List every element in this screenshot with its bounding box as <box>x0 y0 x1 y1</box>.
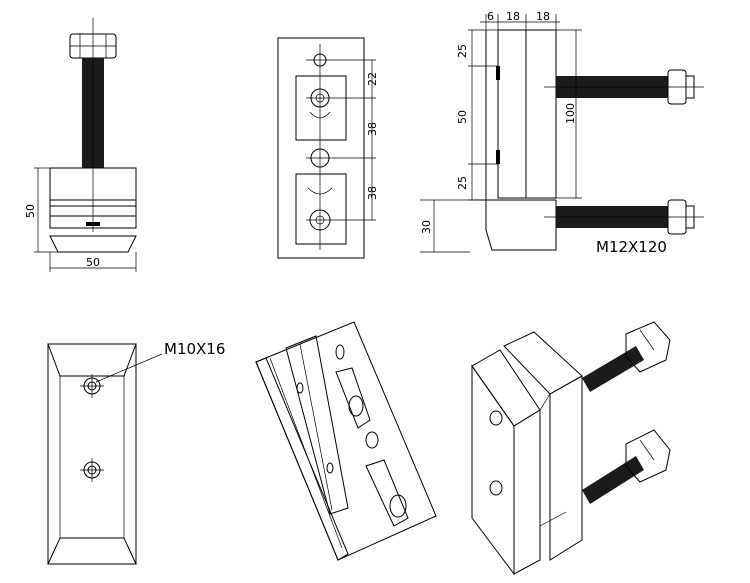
section-view: 6 18 18 25 50 25 30 100 M12X120 <box>420 10 704 256</box>
face-top-bevel <box>47 343 137 377</box>
dim-base: 30 <box>420 220 433 234</box>
iso2-upper-bolt <box>582 346 644 392</box>
dim-left-upper: 25 <box>456 44 469 58</box>
dim-pitch-top: 22 <box>366 72 379 86</box>
section-inner <box>497 29 527 199</box>
isometric-bolt-view <box>471 321 671 576</box>
clamp-block <box>49 167 137 229</box>
dim-left-mid: 50 <box>456 110 469 124</box>
iso2-jaw-side <box>549 375 583 561</box>
section-body <box>485 30 557 251</box>
front-plate <box>277 37 365 259</box>
block-bevel <box>49 235 137 253</box>
iso-front-jaw <box>285 335 349 515</box>
dim-top-b: 18 <box>506 10 520 23</box>
iso2-side <box>513 409 541 575</box>
front-view: 22 38 38 <box>277 37 379 259</box>
tap-hole <box>86 222 100 226</box>
face-bottom-bevel <box>47 537 137 565</box>
iso-lower-slot <box>365 459 409 527</box>
iso2-lower-bolt <box>582 456 644 504</box>
face-view: M10X16 <box>47 340 225 565</box>
tap-spec-label: M10X16 <box>164 340 225 358</box>
dim-width: 50 <box>86 256 100 269</box>
dim-overall: 100 <box>564 103 577 124</box>
iso-front-side <box>255 357 349 561</box>
dim-top-c: 18 <box>536 10 550 23</box>
section-jaw <box>525 29 557 199</box>
dim-pitch-mid: 38 <box>366 122 379 136</box>
iso2-upper-bolt-head <box>625 321 671 373</box>
isometric-front-view <box>255 321 437 561</box>
dim-top-a: 6 <box>487 10 494 23</box>
leader-line <box>95 353 163 383</box>
side-view: 50 50 <box>24 18 137 272</box>
bolt-spec-label: M12X120 <box>596 238 667 256</box>
iso2-front <box>471 364 515 576</box>
iso-upper-slot <box>335 367 371 429</box>
iso2-lower-bolt-head <box>625 429 671 483</box>
dim-left-lower: 25 <box>456 176 469 190</box>
lower-slot <box>295 173 347 245</box>
iso-front-face <box>255 321 437 561</box>
dim-height: 50 <box>24 204 37 218</box>
upper-slot <box>295 75 347 141</box>
dim-pitch-bottom: 38 <box>366 186 379 200</box>
iso2-jaw-top <box>503 331 583 395</box>
